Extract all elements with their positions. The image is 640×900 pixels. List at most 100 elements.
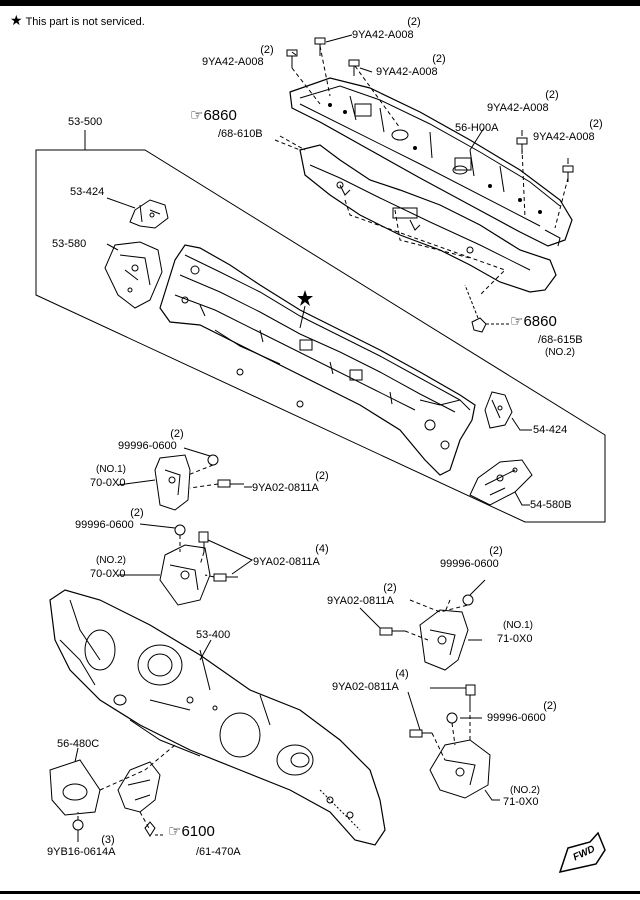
qty-label: (4): [395, 668, 409, 680]
leader-54-424: [511, 417, 532, 431]
fwd-arrow-icon: [558, 831, 606, 874]
dashed-leaders-right: [404, 599, 471, 761]
part-number-label: 70-0X0: [90, 477, 126, 489]
no-label: (NO.1): [503, 620, 533, 631]
leader-56-480c: [74, 747, 79, 763]
dashed-leaders-top: [279, 45, 569, 296]
part-number-label: 9YA02-0811A: [253, 556, 320, 568]
ref-sub-label: /68-610B: [218, 128, 263, 140]
part-number-label: 70-0X0: [90, 568, 126, 580]
part-number-label: 9YA02-0811A: [327, 595, 394, 607]
leader-53-580: [106, 243, 119, 251]
ref-number: 6860: [203, 107, 237, 124]
pointing-hand-icon: ☞: [190, 107, 204, 124]
bolt-icons-right: [379, 627, 476, 738]
bracket-54-580b: [469, 459, 533, 506]
part-number-label: 56-H00A: [455, 122, 499, 134]
cowl-lower-panel: [299, 144, 557, 293]
dashed-leaders-left: [179, 464, 219, 578]
nut-icons-right: [446, 594, 474, 724]
qty-label: (2): [432, 53, 446, 65]
leader-53-400: [199, 639, 212, 661]
leaders-left: [117, 447, 254, 576]
qty-label: (3): [101, 834, 115, 846]
assembly-box-53-500: [35, 149, 606, 523]
qty-label: (2): [589, 118, 603, 130]
leaders-right: [359, 579, 500, 801]
qty-label: (2): [407, 16, 421, 28]
ref-label: ☞6860: [510, 313, 557, 330]
star-leader: [299, 305, 306, 329]
leaders-top-labels: [274, 34, 569, 164]
bracket-53-580: [104, 241, 163, 309]
bracket-54-424: [484, 391, 513, 429]
qty-label: (2): [383, 582, 397, 594]
part-number-label: 99996-0600: [118, 440, 177, 452]
legend-note-text: This part is not serviced.: [25, 16, 145, 28]
part-number-label: 9YA42-A008: [487, 102, 549, 114]
part-number-label: 9YB16-0614A: [47, 846, 116, 858]
qty-label: (2): [489, 545, 503, 557]
bolt-icons-left: [198, 479, 244, 582]
star-icon: ★: [10, 12, 23, 28]
bracket-71-0x0-no1: [419, 609, 469, 671]
bottom-border: [0, 891, 640, 894]
legend-note: ★This part is not serviced.: [10, 12, 145, 29]
part-number-label: 71-0X0: [497, 633, 533, 645]
part-number-label: 99996-0600: [75, 519, 134, 531]
part-number-label: 9YA42-A008: [352, 29, 414, 41]
qty-label: (2): [130, 507, 144, 519]
qty-label: (2): [260, 44, 274, 56]
leader-53-424: [106, 197, 136, 209]
bracket-56-480c: [49, 759, 101, 816]
ref-number: 6100: [181, 823, 215, 840]
ref-label: ☞6100: [168, 823, 215, 840]
part-number-label: 99996-0600: [487, 712, 546, 724]
cowl-top-panel-56-h00a: [289, 77, 573, 247]
bracket-53-424: [129, 199, 169, 229]
part-number-label: 9YA42-A008: [202, 56, 264, 68]
part-number-label: 56-480C: [57, 738, 100, 750]
part-number-label: 9YA42-A008: [533, 131, 595, 143]
qty-label: (2): [543, 700, 557, 712]
bolt-icons-top: [286, 37, 574, 182]
no-label: (NO.2): [510, 785, 540, 796]
part-number-label: 53-580: [52, 238, 87, 250]
dash-upper-panel: [159, 244, 476, 476]
part-number-label: 99996-0600: [440, 558, 499, 570]
bracket-71-0x0-no2: [429, 739, 491, 799]
star-marker: [297, 290, 313, 306]
dash-lower-panel-53-400: [49, 589, 386, 846]
ref-label: ☞6860: [190, 107, 237, 124]
part-number-label: 53-424: [70, 186, 105, 198]
bracket-70-0x0-no1: [154, 454, 191, 511]
nut-icon-9yb16: [72, 819, 84, 831]
pointing-hand-icon: ☞: [168, 823, 182, 840]
part-number-label: 53-500: [68, 116, 103, 128]
ref-no-label: (NO.2): [545, 347, 575, 358]
qty-label: (2): [315, 470, 329, 482]
bracket-70-0x0-no2: [159, 544, 211, 606]
qty-label: (2): [170, 428, 184, 440]
part-number-label: 9YA02-0811A: [332, 681, 399, 693]
part-number-label: 54-580B: [530, 499, 572, 511]
part-number-label: 9YA02-0811A: [252, 482, 319, 494]
leader-54-580b: [514, 491, 530, 506]
dashed-leaders-bottom: [77, 744, 176, 831]
part-number-label: 9YA42-A008: [376, 66, 438, 78]
qty-label: (4): [315, 543, 329, 555]
no-label: (NO.2): [96, 555, 126, 566]
qty-label: (2): [545, 89, 559, 101]
part-number-label: 71-0X0: [503, 796, 539, 808]
bracket-6100: [117, 761, 161, 813]
part-number-label: 53-400: [196, 629, 231, 641]
ref-sub-label: /61-470A: [196, 846, 241, 858]
ref-sub-label: /68-615B: [538, 334, 583, 346]
part-number-label: 54-424: [533, 424, 568, 436]
top-border: [0, 0, 640, 6]
no-label: (NO.1): [96, 464, 126, 475]
pointing-hand-icon: ☞: [510, 313, 524, 330]
clip-6860-right: [464, 284, 510, 333]
clip-6100: [144, 821, 165, 837]
